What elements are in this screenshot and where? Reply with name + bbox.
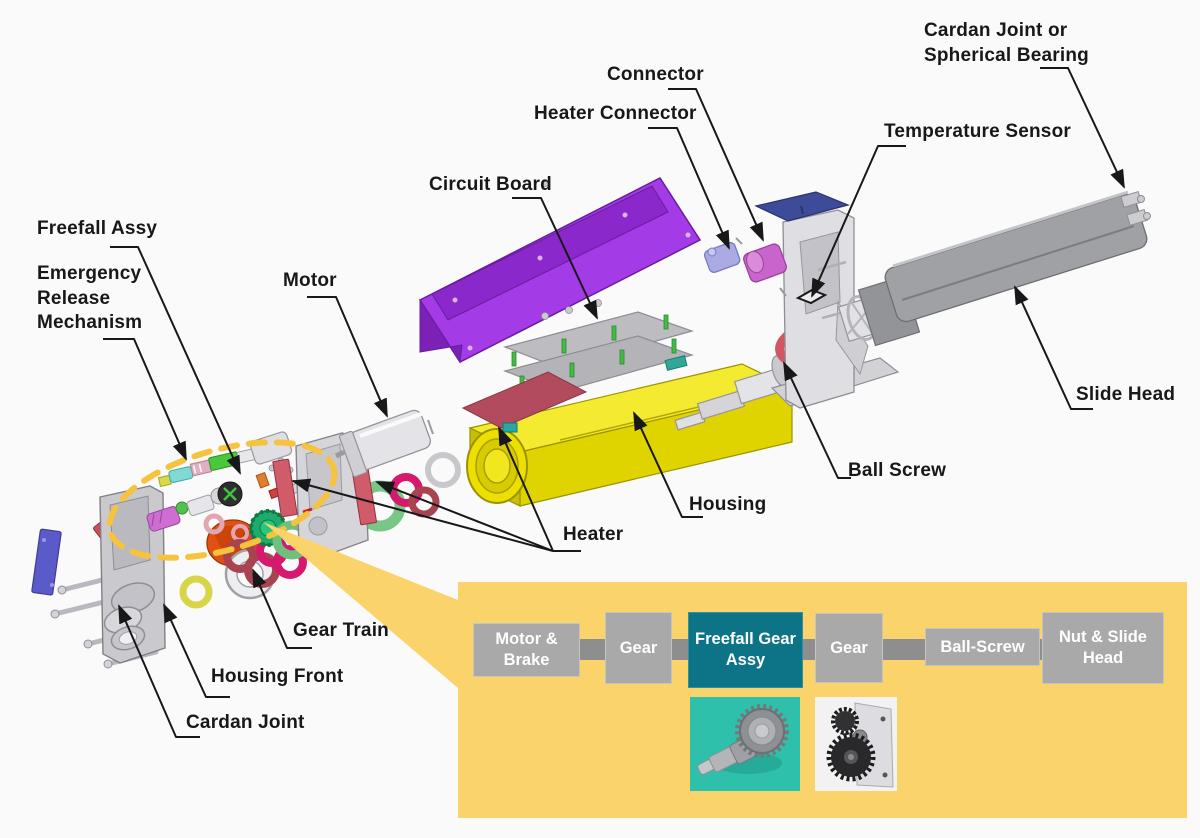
leader-gear-train <box>252 568 312 649</box>
label-housing: Housing <box>689 494 767 515</box>
flow-step-gear-2: Gear <box>815 613 883 683</box>
heater-plate-a <box>272 458 298 518</box>
connector-part <box>735 237 787 297</box>
label-heater-connector: Heater Connector <box>534 103 697 124</box>
label-gear-train: Gear Train <box>293 620 389 641</box>
callout-wedge <box>263 522 458 688</box>
flow-step-freefall-gear: Freefall Gear Assy <box>688 612 803 688</box>
leader-circuit-board <box>512 197 598 320</box>
leader-heater-1 <box>498 426 554 552</box>
leader-cardan-joint <box>118 604 200 738</box>
freefall-flow-panel: Motor & Brake Gear Freefall Gear Assy Ge… <box>458 582 1187 818</box>
slide-head-part <box>837 190 1151 347</box>
label-housing-front: Housing Front <box>211 666 344 687</box>
yellow-housing-part <box>461 363 794 507</box>
flow-step-motor-brake: Motor & Brake <box>473 623 580 677</box>
label-circuit-board: Circuit Board <box>429 174 552 195</box>
leader-housing-front <box>163 603 230 698</box>
housing-front-part <box>31 485 166 669</box>
label-connector: Connector <box>607 64 704 85</box>
purple-cover-part <box>418 177 702 364</box>
label-emergency-release: Emergency Release Mechanism <box>37 263 143 334</box>
label-cardan-spherical: Cardan Joint or Spherical Bearing <box>924 20 1089 66</box>
leader-ball-screw <box>783 361 851 479</box>
label-slide-head: Slide Head <box>1076 384 1176 405</box>
rear-bracket-part <box>703 191 900 409</box>
heater-plate-housing <box>461 371 588 429</box>
gear-assembly-rear-photo <box>815 697 897 791</box>
label-motor: Motor <box>283 270 337 291</box>
leader-heater-connector <box>648 127 730 250</box>
freefall-gear-shaft-photo <box>690 697 800 791</box>
label-heater: Heater <box>563 524 624 545</box>
leader-slide-head <box>1014 285 1093 410</box>
motor-part <box>334 409 434 478</box>
label-temperature-sensor: Temperature Sensor <box>884 121 1071 142</box>
leader-motor <box>307 296 388 418</box>
ball-screw-part <box>674 354 791 431</box>
leader-housing <box>633 411 703 518</box>
flow-step-nut-slide-head: Nut & Slide Head <box>1042 612 1164 684</box>
leader-connector <box>668 88 764 242</box>
label-freefall-assy: Freefall Assy <box>37 218 158 239</box>
leader-freefall-assy <box>110 246 241 475</box>
label-ball-screw: Ball Screw <box>848 460 947 481</box>
leader-temperature <box>811 145 906 298</box>
leader-heater-2 <box>375 481 554 552</box>
leader-cardan-spherical <box>1040 67 1125 189</box>
leader-emergency-release <box>103 338 187 461</box>
flow-step-ball-screw: Ball-Screw <box>925 628 1040 666</box>
heater-connector-part <box>703 241 741 273</box>
leader-lines <box>103 67 1125 738</box>
label-cardan-joint: Cardan Joint <box>186 712 305 733</box>
flow-step-gear-1: Gear <box>605 612 672 684</box>
leader-heater-3 <box>291 478 554 552</box>
blue-plate <box>31 528 62 596</box>
freefall-callout-ellipse <box>106 439 338 561</box>
